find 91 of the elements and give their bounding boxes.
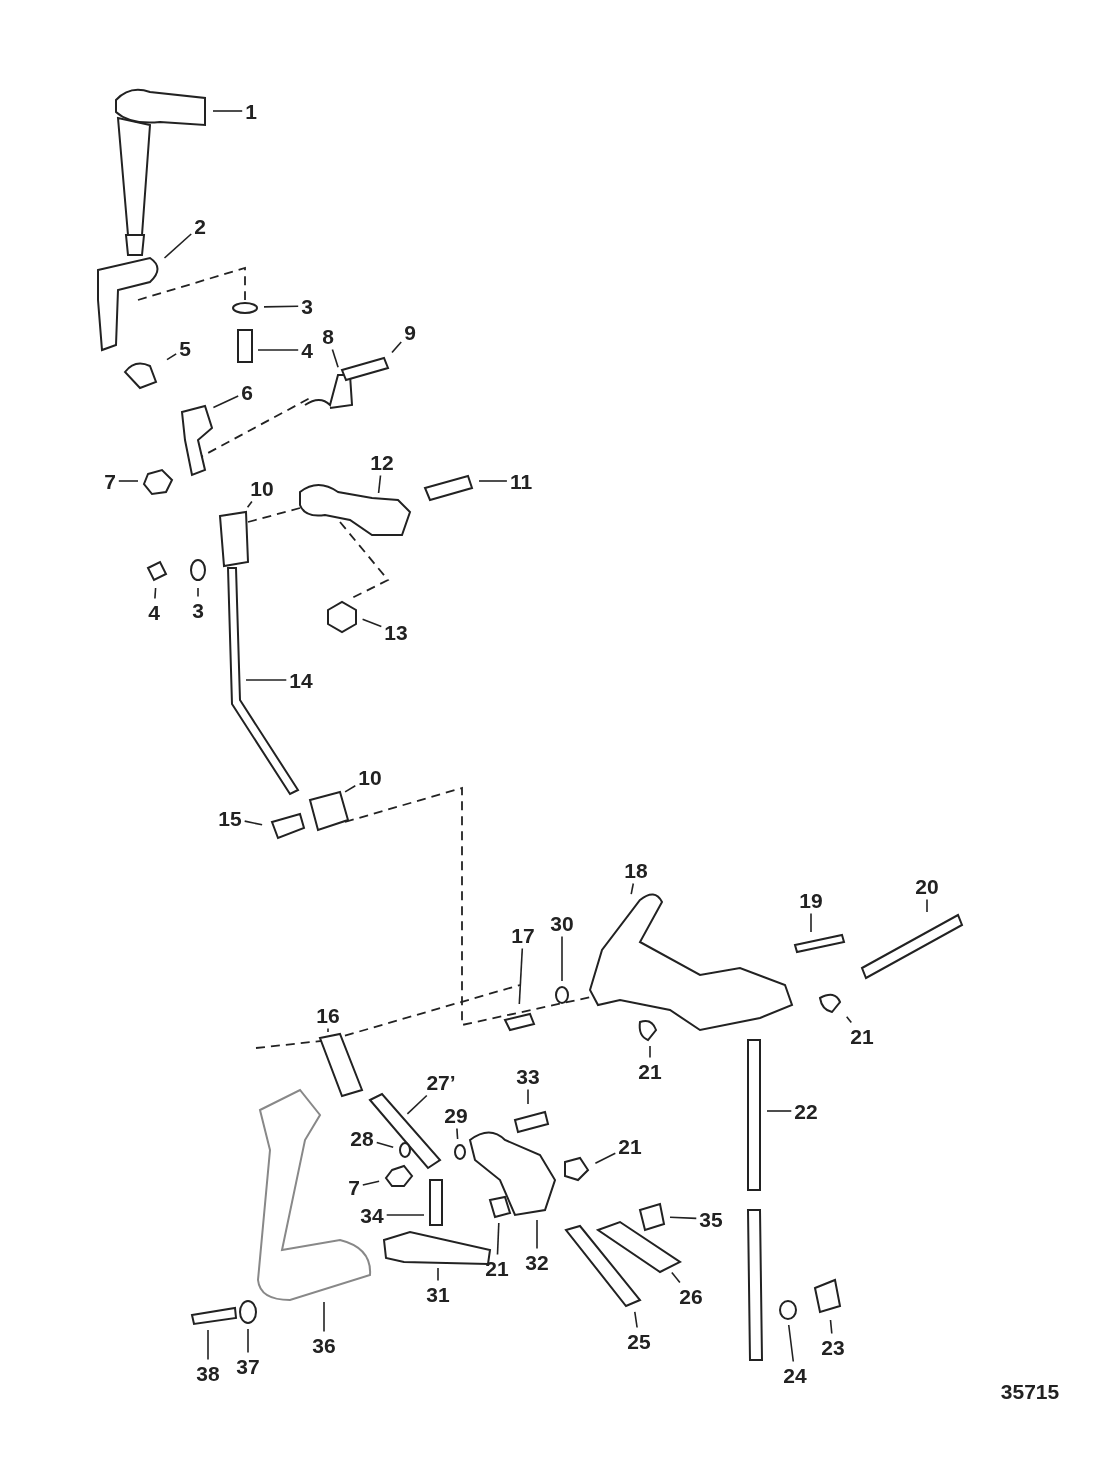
callout-number: 20 [915, 875, 939, 897]
leader-line [561, 935, 563, 982]
callout-number: 30 [550, 912, 574, 934]
leader-line [118, 480, 139, 482]
callout-number: 4 [148, 601, 160, 623]
leader-line [649, 1045, 651, 1059]
callout-number: 29 [444, 1104, 468, 1126]
leader-line [212, 395, 239, 409]
callout-number: 36 [312, 1334, 336, 1356]
leader-line [669, 1216, 698, 1220]
leader-line [456, 1127, 459, 1140]
leader-line [245, 679, 288, 681]
callout-number: 7 [104, 470, 116, 492]
leader-line [207, 1329, 209, 1361]
leader-line [375, 1141, 394, 1149]
leader-line [212, 110, 243, 112]
callout-number: 18 [624, 859, 648, 881]
leader-line [246, 500, 253, 508]
callout-number: 14 [289, 669, 313, 691]
callout-number: 25 [627, 1330, 651, 1352]
callout-number: 13 [384, 621, 408, 643]
callout-number: 31 [426, 1283, 450, 1305]
callout-number: 5 [179, 337, 191, 359]
leader-line [594, 1152, 617, 1165]
leader-line [478, 480, 508, 482]
callout-number: 22 [794, 1100, 818, 1122]
callout-number: 3 [192, 599, 204, 621]
callout-number: 15 [218, 807, 242, 829]
callout-number: 32 [525, 1251, 549, 1273]
leader-line [406, 1094, 428, 1115]
callout-number: 34 [360, 1204, 384, 1226]
leader-line [845, 1015, 853, 1024]
leader-line [163, 233, 192, 259]
callout-number: 21 [638, 1060, 662, 1082]
leader-line [437, 1267, 439, 1282]
leader-line [536, 1219, 538, 1250]
leader-line [385, 1214, 425, 1216]
leader-line [926, 898, 928, 913]
callout-number: 19 [799, 889, 823, 911]
callout-number: 21 [850, 1025, 874, 1047]
leader-line [243, 820, 263, 826]
callout-number: 27’ [426, 1071, 456, 1093]
callout-number: 38 [196, 1362, 220, 1384]
callout-number: 17 [511, 924, 535, 946]
callout-number: 23 [821, 1336, 845, 1358]
callout-number: 8 [322, 325, 334, 347]
leader-line [671, 1271, 681, 1284]
leader-line [166, 353, 177, 361]
callout-number: 35 [699, 1208, 723, 1230]
leader-line [527, 1088, 529, 1105]
leader-line [810, 912, 812, 933]
callout-number: 21 [485, 1257, 509, 1279]
callout-number: 10 [358, 766, 382, 788]
leader-line [829, 1319, 833, 1335]
leader-line [154, 587, 157, 600]
callout-number: 9 [404, 321, 416, 343]
callout-number: 28 [350, 1127, 374, 1149]
leader-line [327, 1027, 329, 1033]
leader-line [377, 474, 382, 494]
leader-line [344, 785, 357, 793]
leader-line [391, 341, 402, 354]
leader-line [362, 1180, 380, 1186]
leader-line [247, 1328, 249, 1354]
callout-number: 16 [316, 1004, 340, 1026]
leader-line [361, 618, 383, 628]
callout-number: 21 [618, 1135, 642, 1157]
leader-line [766, 1110, 793, 1112]
leader-line [197, 587, 199, 598]
leader-line [323, 1301, 325, 1333]
callout-number: 26 [679, 1285, 703, 1307]
callout-number: 33 [516, 1065, 540, 1087]
callout-number: 12 [370, 451, 394, 473]
callout-number: 24 [783, 1364, 807, 1386]
leader-line [630, 882, 635, 895]
leader-line [257, 349, 299, 351]
callout-number: 10 [250, 477, 274, 499]
figure-number: 35715 [1000, 1380, 1060, 1402]
callout-number: 37 [236, 1355, 260, 1377]
callout-number: 7 [348, 1176, 360, 1198]
leader-line [496, 1222, 500, 1256]
callout-number: 1 [245, 100, 257, 122]
callout-number: 6 [241, 381, 253, 403]
callout-number: 2 [194, 215, 206, 237]
callout-number: 4 [301, 339, 313, 361]
callout-number: 11 [509, 470, 533, 492]
leader-line [263, 305, 299, 308]
leader-line [634, 1311, 638, 1329]
leader-line [331, 348, 339, 369]
leader-line [787, 1324, 795, 1363]
callout-number: 3 [301, 295, 313, 317]
leader-line [518, 947, 524, 1005]
